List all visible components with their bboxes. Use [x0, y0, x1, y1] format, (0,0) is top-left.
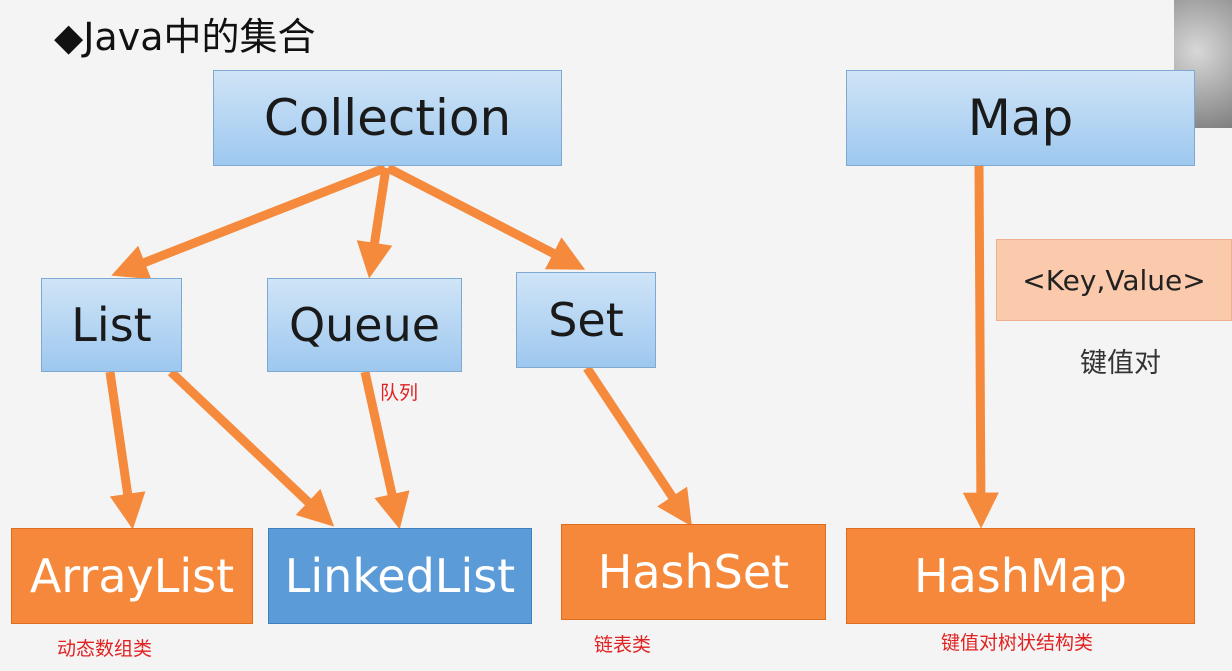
arrow-queue-linkedlist [360, 371, 410, 530]
arrow-list-arraylist [105, 371, 146, 530]
node-collection: Collection [213, 70, 562, 166]
node-list: List [41, 278, 182, 372]
arrow-collection-list [111, 163, 387, 280]
note-hashmap: 键值对树状结构类 [941, 632, 1094, 654]
node-hashset: HashSet [561, 524, 826, 620]
node-hashmap: HashMap [846, 528, 1195, 624]
note-key-value: 键值对 [1080, 348, 1161, 379]
arrow-set-hashset [583, 365, 692, 527]
note-queue: 队列 [380, 382, 419, 404]
node-key-value: <Key,Value> [996, 239, 1232, 321]
node-queue: Queue [267, 278, 462, 372]
note-hashset: 链表类 [594, 634, 652, 656]
node-arraylist: ArrayList [11, 528, 253, 624]
arrow-map-hashmap [962, 165, 999, 529]
arrow-collection-queue [356, 167, 393, 279]
arrow-list-linkedlist [167, 368, 335, 527]
page-title: ◆Java中的集合 [54, 15, 316, 59]
note-arraylist: 动态数组类 [57, 638, 153, 660]
node-linkedlist: LinkedList [268, 528, 532, 624]
node-set: Set [516, 272, 656, 368]
node-map: Map [846, 70, 1195, 166]
arrow-collection-set [385, 164, 586, 270]
